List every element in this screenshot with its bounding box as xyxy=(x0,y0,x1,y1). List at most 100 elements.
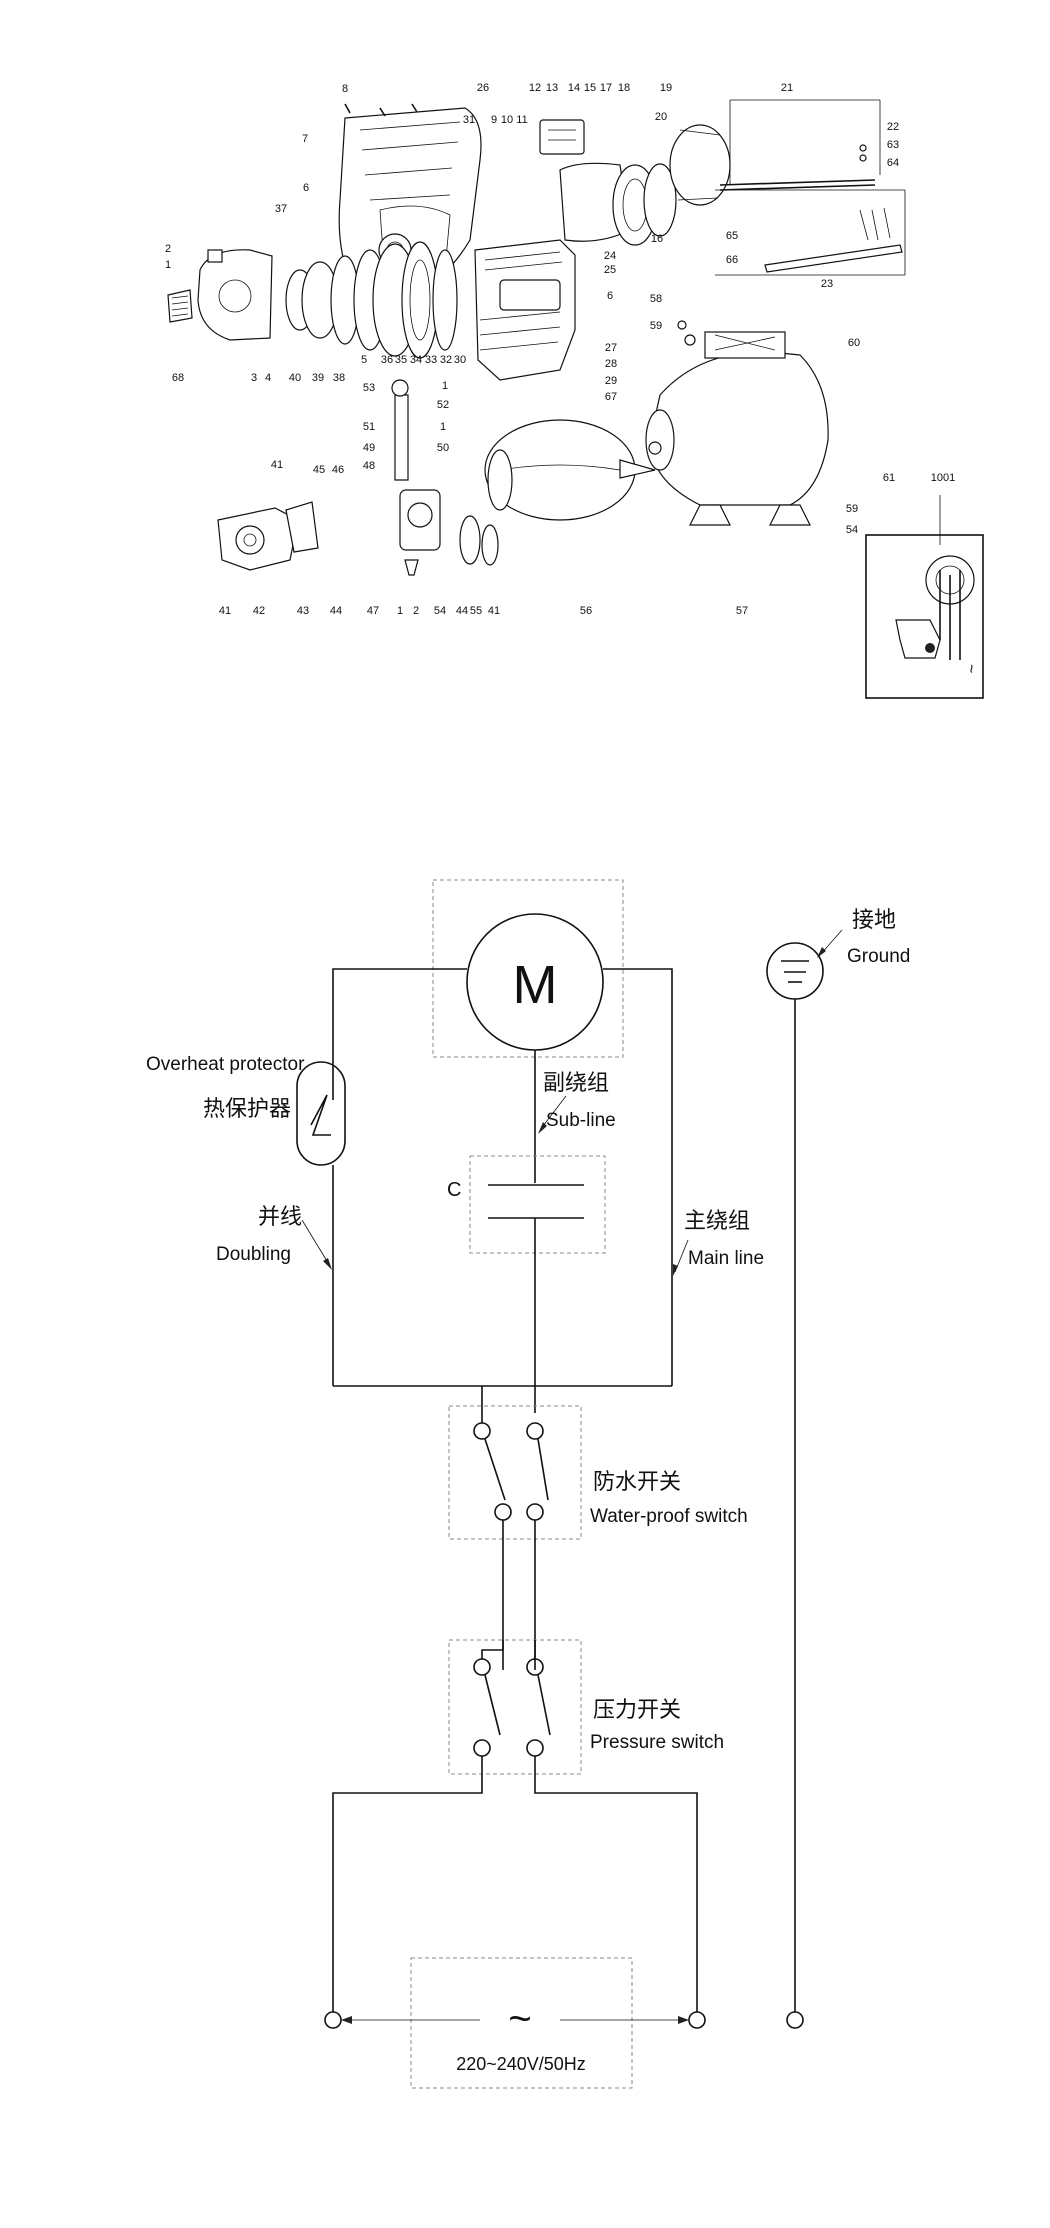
part-number-label: 15 xyxy=(584,82,596,94)
pressure-tank xyxy=(645,320,829,526)
motor-body xyxy=(474,119,631,381)
part-number-label: 59 xyxy=(650,320,662,332)
overheat-label-en: Overheat protector xyxy=(146,1054,305,1075)
membrane xyxy=(484,419,656,521)
part-number-label: 53 xyxy=(363,382,375,394)
part-number-label: 27 xyxy=(605,342,617,354)
part-number-label: 32 xyxy=(440,354,452,366)
overheat-protector-symbol xyxy=(296,1061,346,1166)
doubling-label-zh: 并线 xyxy=(258,1204,302,1229)
part-number-label: 14 xyxy=(568,82,580,94)
part-number-label: 31 xyxy=(463,114,475,126)
part-number-label: 7 xyxy=(302,133,308,145)
part-number-label: 19 xyxy=(660,82,672,94)
part-number-label: 18 xyxy=(618,82,630,94)
part-number-label: 35 xyxy=(395,354,407,366)
part-number-label: 10 xyxy=(501,114,513,126)
part-number-label: 57 xyxy=(736,605,748,617)
part-number-label: 48 xyxy=(363,460,375,472)
part-number-label: 33 xyxy=(425,354,437,366)
part-number-label: 66 xyxy=(726,254,738,266)
pressure-switch-frame xyxy=(448,1639,582,1775)
supply-terminal-left xyxy=(324,2011,342,2029)
wire-main-line xyxy=(603,968,673,1386)
sub-line-label-en: Sub-line xyxy=(546,1110,616,1131)
part-number-label: 40 xyxy=(289,372,301,384)
pressure-label-en: Pressure switch xyxy=(590,1732,724,1753)
part-number-label: 42 xyxy=(253,605,265,617)
part-number-label: 63 xyxy=(887,139,899,151)
supply-frame xyxy=(410,1957,633,2089)
ps-blade-right xyxy=(537,1674,551,1736)
wp-contact-left-bottom xyxy=(494,1503,512,1521)
ground-label-en: Ground xyxy=(847,946,910,967)
part-number-label: 9 xyxy=(491,114,497,126)
part-number-label: 51 xyxy=(363,421,375,433)
part-number-label: 43 xyxy=(297,605,309,617)
part-number-label: 26 xyxy=(477,82,489,94)
ps-contact-right-bottom xyxy=(526,1739,544,1757)
waterproof-switch-frame xyxy=(448,1405,582,1540)
doubling-label-en: Doubling xyxy=(216,1244,291,1265)
part-number-label: 6 xyxy=(607,290,613,302)
wp-contact-right-top xyxy=(526,1422,544,1440)
part-number-label: 20 xyxy=(655,111,667,123)
part-number-label: 44 xyxy=(456,605,468,617)
part-number-label: 2 xyxy=(413,605,419,617)
part-number-label: 24 xyxy=(604,250,616,262)
part-number-label: 41 xyxy=(488,605,500,617)
part-number-label: 67 xyxy=(605,391,617,403)
overheat-element xyxy=(310,1094,331,1136)
supply-rating: 220~240V/50Hz xyxy=(456,2054,586,2074)
part-number-label: 45 xyxy=(313,464,325,476)
ground-label-zh: 接地 xyxy=(852,907,896,932)
part-number-label: 60 xyxy=(848,337,860,349)
part-number-label: 12 xyxy=(529,82,541,94)
part-number-label: 41 xyxy=(219,605,231,617)
part-number-label: 3 xyxy=(251,372,257,384)
part-number-label: 54 xyxy=(846,524,858,536)
part-number-label: 50 xyxy=(437,442,449,454)
part-number-label: 58 xyxy=(650,293,662,305)
impeller-stack xyxy=(285,241,458,359)
supply-terminal-right xyxy=(688,2011,706,2029)
sub-line-label-zh: 副绕组 xyxy=(543,1070,609,1095)
part-number-label: 1 xyxy=(397,605,403,617)
screws-top xyxy=(344,103,418,117)
ps-blade-left xyxy=(484,1674,501,1736)
motor-label: M xyxy=(513,955,558,1015)
part-number-label: 36 xyxy=(381,354,393,366)
part-number-label: 39 xyxy=(312,372,324,384)
arrow-left xyxy=(341,2016,352,2024)
wp-blade-right xyxy=(537,1438,549,1501)
part-number-label: 30 xyxy=(454,354,466,366)
wire-overheat-top xyxy=(332,968,467,1100)
wire-supply-left xyxy=(332,1756,483,2012)
part-number-label: 13 xyxy=(546,82,558,94)
ps-contact-left-bottom xyxy=(473,1739,491,1757)
exploded-view: 8762631910111213141517181920212263643721… xyxy=(165,82,984,699)
part-number-label: 64 xyxy=(887,157,899,169)
waterproof-label-en: Water-proof switch xyxy=(590,1506,748,1527)
part-number-label: 68 xyxy=(172,372,184,384)
leader-lines xyxy=(301,929,843,1276)
cable-set xyxy=(715,99,906,276)
part-number-label: 49 xyxy=(363,442,375,454)
part-number-label: 4 xyxy=(265,372,271,384)
part-number-label: 47 xyxy=(367,605,379,617)
overheat-label-zh: 热保护器 xyxy=(203,1096,291,1121)
part-number-label: 56 xyxy=(580,605,592,617)
waterproof-label-zh: 防水开关 xyxy=(593,1469,681,1494)
supply-wave-symbol: ~ xyxy=(508,1997,531,2041)
part-number-label: 1 xyxy=(442,380,448,392)
main-line-label-en: Main line xyxy=(688,1248,764,1269)
part-number-label: 54 xyxy=(434,605,446,617)
part-number-label: 11 xyxy=(516,114,527,126)
part-number-label: 46 xyxy=(332,464,344,476)
motor-rear xyxy=(612,124,731,246)
pressure-label-zh: 压力开关 xyxy=(593,1697,681,1722)
part-number-label: 29 xyxy=(605,375,617,387)
wp-blade-left xyxy=(484,1438,506,1501)
